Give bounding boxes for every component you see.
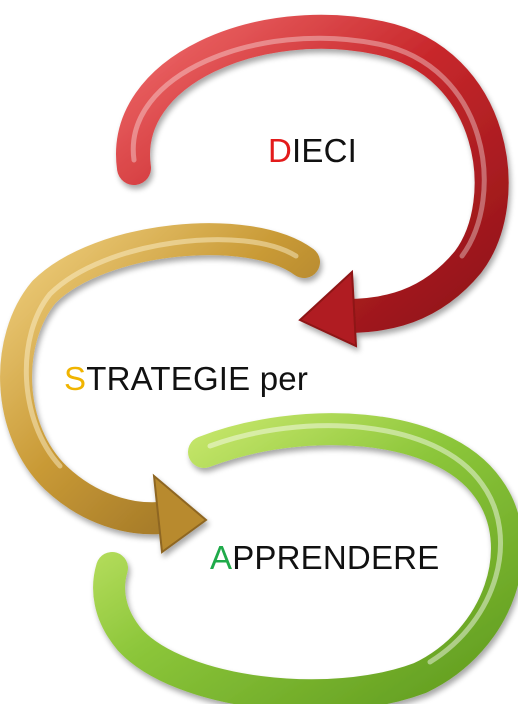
step-initial-a: A [210,539,233,576]
gold-arrow-highlight [23,237,299,469]
gold-arrow [0,223,320,554]
step-rest-pprendere: PPRENDERE [232,539,440,576]
step-rest-ieci: IECI [292,132,358,169]
step-label-strategie: STRATEGIE per [64,360,308,398]
step-label-dieci: DIECI [268,132,357,170]
red-arrow [116,14,509,348]
step-initial-s: S [64,360,87,397]
step-label-apprendere: APPRENDERE [210,539,439,577]
red-arrow-highlight [130,35,487,259]
green-arrow [93,413,518,704]
gold-arrow-head [152,473,208,554]
step-initial-d: D [268,132,293,169]
green-arrow-body [93,413,518,704]
green-arrow-highlight [207,423,503,665]
red-arrow-head [298,269,358,348]
red-arrow-body [116,14,509,333]
step-rest-trategie: TRATEGIE per [86,360,309,397]
